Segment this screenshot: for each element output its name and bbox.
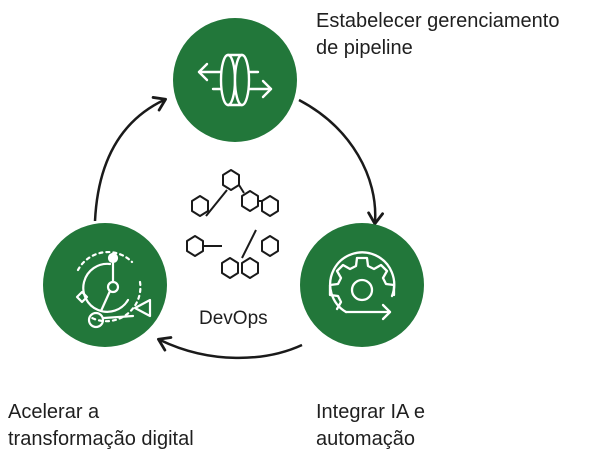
label-ai-automation-line1: Integrar IA e: [316, 401, 425, 423]
transformation-network-icon: [75, 250, 152, 329]
node-digital-transformation: [43, 223, 167, 347]
center-label-devops: DevOps: [199, 307, 268, 331]
arrow-bottom-right-to-bottom-left: [157, 336, 303, 360]
gear-cycle-icon: [328, 251, 396, 321]
label-ai-automation-line2: automação: [316, 428, 415, 450]
pipeline-cylinder-icon: [197, 53, 273, 107]
label-digital-transformation: Acelerar a transformação digital: [8, 399, 194, 453]
arrow-top-to-bottom-right: [298, 98, 384, 226]
center-label-text: DevOps: [199, 308, 268, 329]
hexagon-cluster-icon: [186, 169, 279, 279]
label-digital-transformation-line1: Acelerar a: [8, 401, 100, 423]
node-ai-automation: [300, 223, 424, 347]
label-ai-automation: Integrar IA e automação: [316, 399, 425, 453]
label-digital-transformation-line2: transformação digital: [8, 428, 194, 450]
label-pipeline-management-line2: de pipeline: [316, 37, 413, 59]
arrow-bottom-left-to-top: [93, 96, 167, 222]
node-pipeline-management: [173, 18, 297, 142]
label-pipeline-management-line1: Estabelecer gerenciamento: [316, 10, 560, 32]
label-pipeline-management: Estabelecer gerenciamento de pipeline: [316, 8, 559, 62]
